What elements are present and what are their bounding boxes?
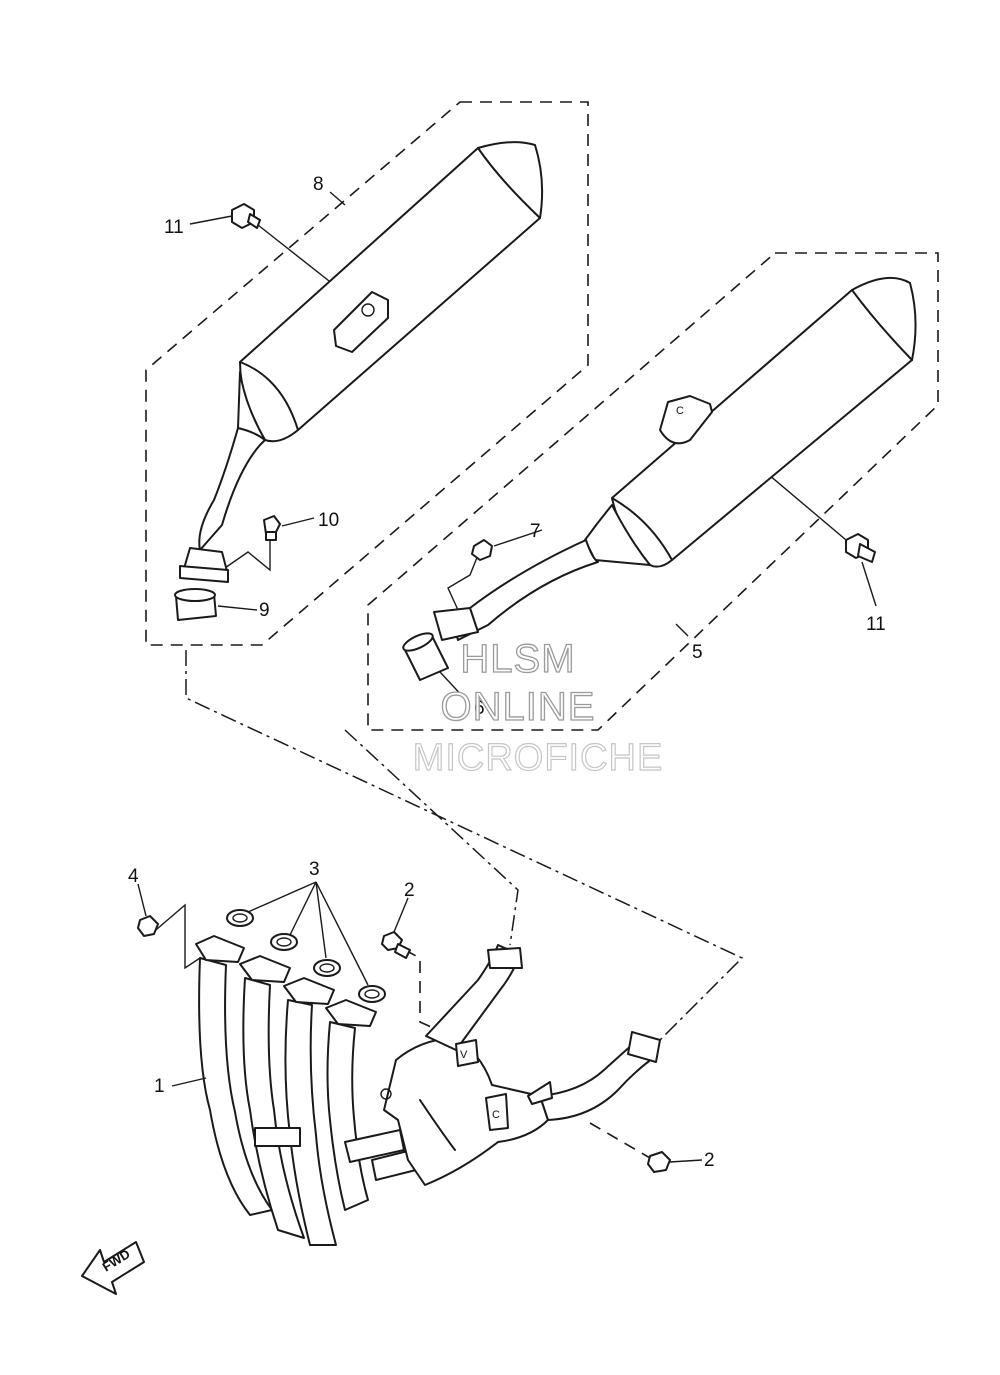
gasket-9 bbox=[174, 588, 217, 621]
group-outline-left-muffler bbox=[145, 101, 589, 646]
leader-lines bbox=[137, 191, 877, 1163]
connection-line-nut-7 bbox=[447, 549, 481, 611]
nut-10 bbox=[263, 515, 281, 541]
callout-3: 3 bbox=[309, 859, 320, 880]
callout-6: 6 bbox=[474, 698, 485, 719]
connection-line-nut-10 bbox=[221, 538, 271, 572]
nut-7 bbox=[471, 539, 493, 561]
fwd-arrow-icon: FWD bbox=[81, 1241, 145, 1295]
watermark-line-1: HLSM bbox=[460, 637, 575, 681]
callout-4: 4 bbox=[128, 866, 139, 887]
connection-line-bolt-2-upper bbox=[404, 949, 439, 1031]
callout-10: 10 bbox=[318, 510, 339, 531]
nut-4 bbox=[137, 915, 159, 937]
connection-line-bolt-2-lower bbox=[589, 1122, 651, 1159]
group-outline-right-muffler bbox=[367, 252, 939, 731]
callout-5: 5 bbox=[692, 642, 703, 663]
callout-2-lower: 2 bbox=[704, 1150, 715, 1171]
bolt-11-left bbox=[231, 203, 261, 229]
bolt-2-upper bbox=[381, 931, 411, 959]
gasket-6 bbox=[402, 632, 449, 681]
watermark: HLSM ONLINE MICROFICHE bbox=[412, 636, 664, 779]
gasket bbox=[270, 933, 298, 951]
muffler-right: C bbox=[433, 276, 917, 641]
gasket bbox=[226, 909, 254, 927]
bolt-11-right bbox=[845, 533, 876, 563]
callout-1: 1 bbox=[154, 1076, 165, 1097]
callout-9: 9 bbox=[259, 600, 270, 621]
connection-line-nut-4 bbox=[149, 903, 201, 970]
watermark-line-3: MICROFICHE bbox=[413, 737, 664, 779]
connection-line-right-muffler bbox=[344, 729, 519, 946]
muffler-left bbox=[179, 141, 544, 583]
callout-7: 7 bbox=[530, 521, 541, 542]
gasket-group bbox=[226, 909, 386, 1003]
callout-8: 8 bbox=[313, 174, 324, 195]
watermark-line-2: ONLINE bbox=[441, 685, 596, 729]
gasket bbox=[313, 959, 341, 977]
mark-c-right-muffler: C bbox=[676, 405, 684, 417]
connection-line-left-muffler bbox=[185, 650, 744, 1041]
mark-v: V bbox=[460, 1049, 468, 1061]
callout-11-left: 11 bbox=[164, 217, 184, 238]
callout-11-right: 11 bbox=[866, 614, 886, 635]
exhaust-pipe-assembly: V C bbox=[195, 935, 661, 1246]
bolt-2-lower bbox=[647, 1151, 671, 1173]
mark-c-pipe: C bbox=[492, 1109, 500, 1121]
callout-2-upper: 2 bbox=[404, 880, 415, 901]
gasket bbox=[358, 985, 386, 1003]
